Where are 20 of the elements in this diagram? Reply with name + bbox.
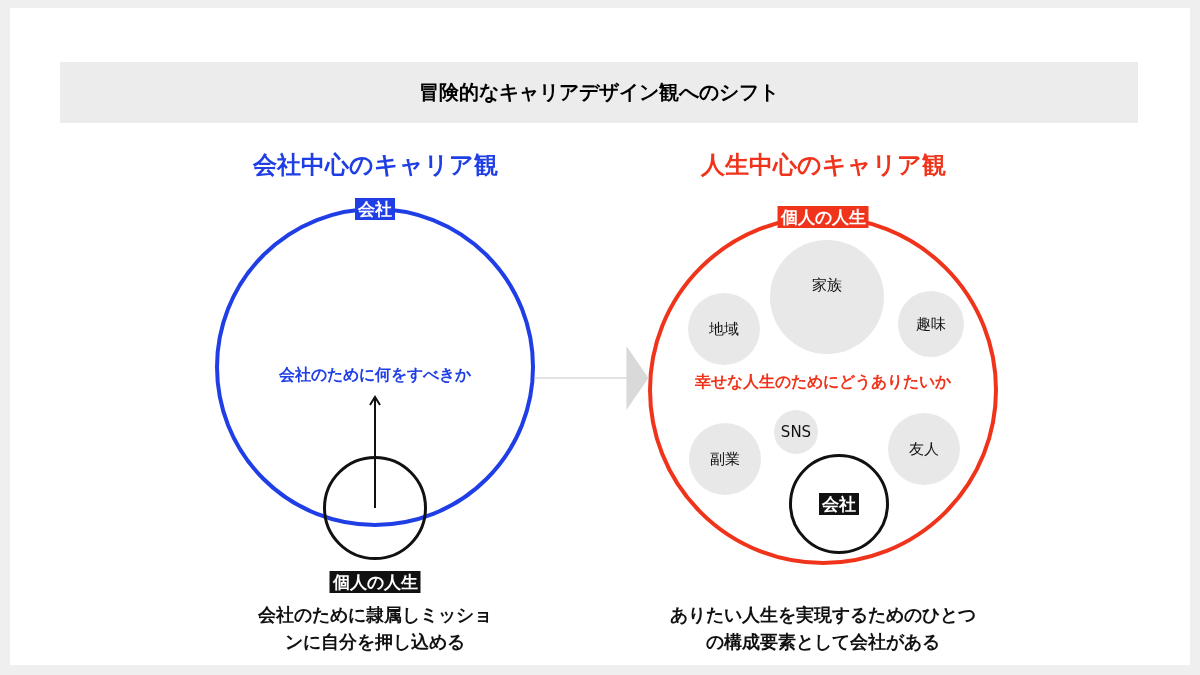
circle-label: 個人の人生	[329, 571, 421, 593]
circle-text: 幸せな人生のためにどうありたいか	[694, 371, 952, 393]
arrow	[369, 396, 381, 509]
title: 冒険的なキャリアデザイン観へのシフト	[418, 79, 780, 106]
column-heading: 会社中心のキャリア観	[251, 150, 499, 181]
circle-text: 趣味	[915, 314, 947, 334]
circle-text: 会社のために何をすべきか	[278, 365, 472, 387]
caption-text: 会社のために隷属しミッションに自分を押し込める	[257, 603, 493, 654]
circle-text: 副業	[709, 449, 741, 469]
circle-text: 地域	[708, 319, 740, 339]
chevron-arrow	[533, 346, 650, 410]
circle-label: 会社	[819, 493, 859, 515]
circle-text: 家族	[811, 275, 843, 295]
caption-text: ありたい人生を実現するためのひとつの構成要素として会社がある	[669, 603, 977, 654]
circle-node	[789, 454, 889, 554]
circle-text: SNS	[779, 423, 813, 441]
circle-label: 個人の人生	[777, 206, 869, 228]
column-heading: 人生中心のキャリア観	[699, 150, 947, 181]
circle-label: 会社	[355, 198, 395, 220]
circle-text: 友人	[908, 439, 940, 459]
